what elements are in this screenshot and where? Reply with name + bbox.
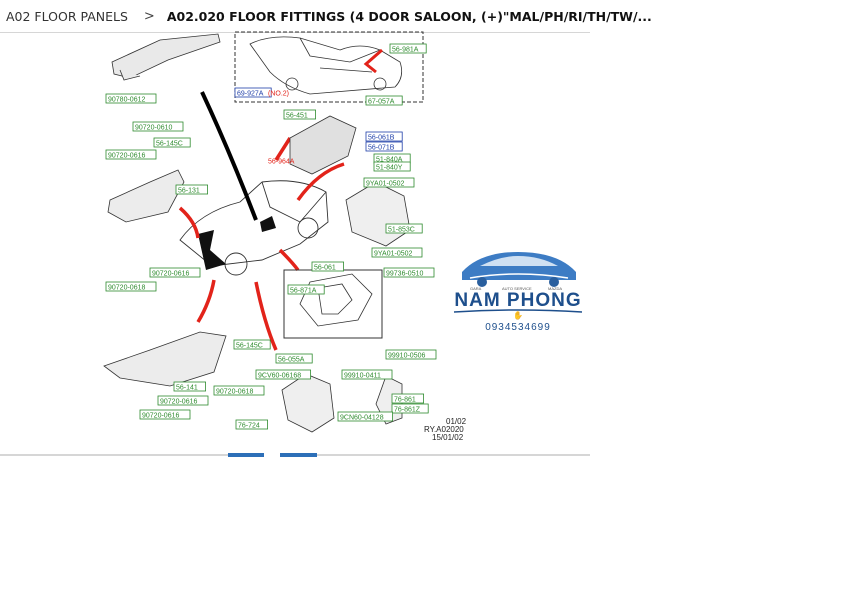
- part-label[interactable]: 99736-0510: [386, 271, 423, 278]
- watermark-phone: 0934534699: [485, 322, 551, 333]
- part-label-box: [139, 409, 191, 420]
- part-label[interactable]: 56-964A: [268, 159, 295, 166]
- chevron-right-icon: >: [143, 8, 155, 24]
- part-label[interactable]: 56-141: [176, 385, 198, 392]
- parts-diagram: 56-981A 69-927A (NO.2) 67-057A 90780-0612 907…: [103, 31, 467, 442]
- part-label-box: [153, 137, 191, 148]
- part-label[interactable]: 90720-0618: [108, 285, 145, 292]
- part-label-box: [385, 349, 437, 360]
- part-label-box: [311, 261, 345, 272]
- breadcrumb-current-page: A02.020 FLOOR FITTINGS (4 DOOR SALOON, (…: [166, 8, 652, 24]
- part-label[interactable]: 56-055A: [278, 357, 305, 364]
- part-label-box: [365, 131, 403, 142]
- part-label-box: [105, 93, 157, 104]
- part-label[interactable]: 76-861Z: [394, 407, 421, 414]
- part-label[interactable]: 51-840Y: [376, 165, 403, 172]
- part-label[interactable]: 51-853C: [388, 227, 415, 234]
- part-label-box: [373, 161, 411, 172]
- part-label[interactable]: 69-927A: [237, 91, 264, 98]
- handshake-icon: ✋: [513, 310, 523, 320]
- part-label[interactable]: 90720-0618: [216, 389, 253, 396]
- part-label[interactable]: 9CN60-04128: [340, 415, 384, 422]
- part-label[interactable]: 51-840A: [376, 157, 403, 164]
- diagram-stamp-line1: 01/02: [446, 417, 467, 426]
- part-label[interactable]: 9CV60-06168: [258, 373, 301, 380]
- part-label-box: [385, 223, 423, 234]
- inset-frame-top: [234, 31, 424, 103]
- part-label[interactable]: 76-724: [238, 423, 260, 430]
- black-callout-line: [200, 91, 258, 221]
- part-label-box: [341, 369, 393, 380]
- part-label-box: [275, 353, 313, 364]
- left-shield-lower: [103, 331, 227, 387]
- part-label-box: [105, 281, 157, 292]
- left-shield-upper: [107, 169, 185, 223]
- car-logo-icon: [462, 252, 576, 287]
- part-label-box: [365, 95, 403, 106]
- center-canister: [289, 115, 357, 175]
- part-label[interactable]: 56-981A: [392, 47, 419, 54]
- watermark-arc-left: GARA: [470, 286, 482, 291]
- part-label[interactable]: 9YA01-0502: [366, 181, 405, 188]
- right-mount: [345, 181, 411, 247]
- part-label-box: [371, 247, 423, 258]
- part-label[interactable]: 99910-0411: [344, 373, 381, 380]
- heat-shield-top: [111, 33, 221, 81]
- part-label-box: [365, 141, 403, 152]
- part-label[interactable]: 90780-0612: [108, 97, 145, 104]
- main-car-sketch: [179, 180, 329, 276]
- part-label-box: [255, 369, 311, 380]
- watermark-brand: NAM PHONG: [454, 290, 581, 311]
- part-label[interactable]: 56-061: [314, 265, 336, 272]
- part-label-box: [149, 267, 201, 278]
- part-label[interactable]: 56-145C: [236, 343, 263, 350]
- inset-car-sketch: [249, 36, 403, 95]
- part-label-box: [391, 393, 425, 404]
- part-label-box: [389, 43, 427, 54]
- part-label-box: [213, 385, 265, 396]
- diagram-stamp-line3: 15/01/02: [432, 433, 464, 442]
- part-label[interactable]: 90720-0616: [152, 271, 189, 278]
- part-label[interactable]: 76-861: [394, 397, 416, 404]
- part-label[interactable]: 67-057A: [368, 99, 395, 106]
- part-label[interactable]: 90720-0616: [142, 413, 179, 420]
- breadcrumb: A02 FLOOR PANELS > A02.020 FLOOR FITTING…: [0, 0, 652, 33]
- lower-right-mount: [281, 373, 403, 433]
- part-label-box: [234, 87, 272, 98]
- part-label-box: [363, 177, 415, 188]
- inset-frame-middle: [283, 269, 383, 339]
- diagram-stamp-line2: RY.A02020: [424, 425, 464, 434]
- part-label-box: [233, 339, 271, 350]
- part-label-box: [337, 411, 393, 422]
- part-label[interactable]: 9YA01-0502: [374, 251, 413, 258]
- part-label-box: [287, 284, 325, 295]
- part-label[interactable]: 56-145C: [156, 141, 183, 148]
- part-label[interactable]: 56-061B: [368, 135, 395, 142]
- red-callout-lines: [178, 137, 345, 351]
- scrollbar-grip-icon: [264, 453, 280, 457]
- part-label[interactable]: 90720-0616: [160, 399, 197, 406]
- part-label[interactable]: 56-131: [178, 188, 200, 195]
- part-label[interactable]: (NO.2): [268, 91, 289, 98]
- part-label-box: [391, 403, 429, 414]
- part-label[interactable]: 56-871A: [290, 288, 317, 295]
- watermark-arc-mid: AUTO SERVICE: [502, 286, 532, 291]
- watermark-arc-right: MAZDA: [548, 286, 562, 291]
- part-label-box: [157, 395, 209, 406]
- breadcrumb-section-link[interactable]: A02 FLOOR PANELS: [6, 8, 128, 24]
- part-label-box: [283, 109, 317, 120]
- part-label-box: [175, 184, 209, 195]
- nam-phong-watermark: GARA AUTO SERVICE MAZDA NAM PHONG ✋ 0934…: [453, 252, 583, 333]
- part-label[interactable]: 90720-0616: [108, 153, 145, 160]
- part-label[interactable]: 90720-0610: [135, 125, 172, 132]
- part-label-box: [105, 149, 157, 160]
- part-label-box: [132, 121, 184, 132]
- part-label[interactable]: 99910-0506: [388, 353, 425, 360]
- part-label-box: [383, 267, 435, 278]
- part-label[interactable]: 56-451: [286, 113, 308, 120]
- part-label-box: [235, 419, 269, 430]
- part-label-box: [173, 381, 207, 392]
- part-labels: 56-981A 69-927A (NO.2) 67-057A 90780-0612 907…: [105, 43, 437, 430]
- part-label[interactable]: 56-071B: [368, 145, 395, 152]
